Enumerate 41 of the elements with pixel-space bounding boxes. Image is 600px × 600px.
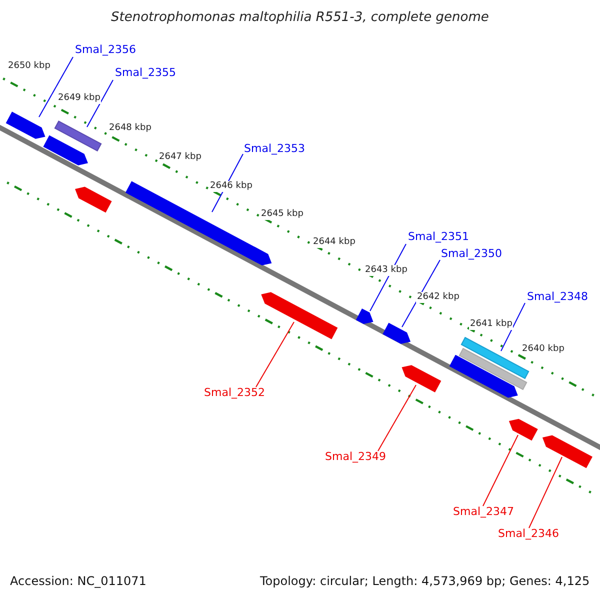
gene-block <box>508 418 538 441</box>
gene-label: Smal_2350 <box>441 248 502 259</box>
gene-block <box>54 120 102 152</box>
gene-label: Smal_2356 <box>75 44 136 55</box>
tick-label: 2645 kbp <box>260 209 304 220</box>
gene-label: Smal_2355 <box>115 67 176 78</box>
gene-block <box>6 112 46 139</box>
tick-label: 2642 kbp <box>416 292 460 303</box>
gene-block <box>75 186 112 213</box>
gene-label: Smal_2351 <box>408 231 469 242</box>
gene-label: Smal_2352 <box>204 387 265 398</box>
leader-line <box>482 434 518 506</box>
tick-label: 2647 kbp <box>158 152 202 163</box>
gene-block <box>261 292 338 340</box>
gene-label: Smal_2353 <box>244 143 305 154</box>
gene-block <box>402 365 442 392</box>
leader-line <box>500 302 526 352</box>
tick-label: 2646 kbp <box>209 181 254 192</box>
gene-block <box>449 354 518 398</box>
gene-label: Smal_2346 <box>498 528 559 539</box>
gene-label: Smal_2349 <box>325 451 386 462</box>
gene-label: Smal_2348 <box>527 291 588 302</box>
genome-info-text: Topology: circular; Length: 4,573,969 bp; Genes: 4,125 <box>260 575 590 587</box>
gene-label: Smal_2347 <box>453 506 514 517</box>
gene-block <box>356 308 374 324</box>
gene-block <box>43 135 88 166</box>
leader-line <box>378 384 416 452</box>
tick-label: 2643 kbp <box>364 265 408 276</box>
tick-label: 2648 kbp <box>108 123 152 134</box>
gene-block <box>542 435 592 468</box>
leader-line <box>256 322 294 388</box>
gene-block <box>382 322 411 344</box>
tick-label: 2644 kbp <box>312 237 356 248</box>
leader-line <box>528 456 562 528</box>
tick-label: 2641 kbp <box>469 319 514 330</box>
tick-label: 2640 kbp <box>521 344 566 355</box>
tick-label: 2650 kbp <box>7 61 52 72</box>
title: Stenotrophomonas maltophilia R551-3, complete genome <box>111 11 489 24</box>
accession-text: Accession: NC_011071 <box>10 575 146 587</box>
leader-line <box>38 56 74 118</box>
tick-label: 2649 kbp <box>57 93 102 104</box>
